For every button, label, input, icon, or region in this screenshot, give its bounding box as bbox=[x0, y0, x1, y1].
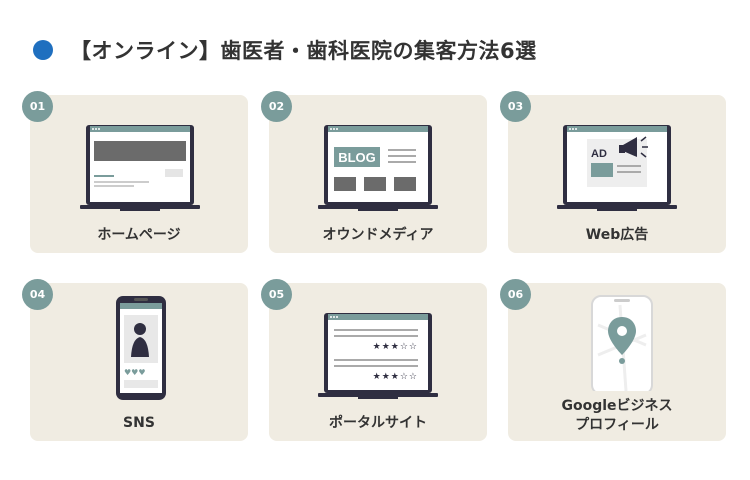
card-label: Web広告 bbox=[585, 227, 649, 243]
card-label: ホームページ bbox=[97, 227, 181, 243]
person-icon bbox=[134, 323, 146, 335]
card-owned-media: BLOG 02 オウンドメディア bbox=[261, 91, 487, 253]
card-homepage: 01 ホームページ bbox=[22, 91, 248, 253]
card-number-badge: 03 bbox=[500, 91, 531, 122]
blog-text: BLOG bbox=[338, 150, 376, 165]
laptop-homepage-icon bbox=[80, 125, 200, 211]
laptop-blog-icon: BLOG bbox=[318, 125, 438, 211]
laptop-review-icon: ★★★☆☆ ★★★☆☆ bbox=[318, 313, 438, 399]
phone-sns-icon: ♥♥♥ bbox=[116, 296, 166, 400]
ad-text: AD bbox=[591, 148, 607, 160]
card-number-badge: 04 bbox=[22, 279, 53, 310]
page-title: 【オンライン】歯医者・歯科医院の集客方法6選 bbox=[70, 39, 537, 63]
laptop-ad-icon: AD bbox=[557, 125, 677, 211]
svg-text:♥♥♥: ♥♥♥ bbox=[124, 368, 146, 377]
title-bullet bbox=[33, 40, 53, 60]
card-number-badge: 06 bbox=[500, 279, 531, 310]
card-label: オウンドメディア bbox=[322, 227, 434, 243]
megaphone-icon bbox=[623, 137, 637, 157]
rating-stars: ★★★☆☆ bbox=[373, 342, 418, 352]
card-web-ads: AD 03 Web広告 bbox=[500, 91, 726, 253]
card-label: Googleビジネス プロフィール bbox=[561, 398, 673, 433]
card-number-badge: 05 bbox=[261, 279, 292, 310]
card-sns: ♥♥♥ 04 SNS bbox=[22, 279, 248, 441]
card-portal-site: ★★★☆☆ ★★★☆☆ 05 ポータルサイト bbox=[261, 279, 487, 441]
phone-map-icon bbox=[591, 295, 653, 391]
card-label: SNS bbox=[123, 415, 155, 431]
card-google-business-profile: 06 Googleビジネス プロフィール bbox=[500, 279, 726, 441]
card-label: ポータルサイト bbox=[329, 415, 427, 431]
card-number-badge: 02 bbox=[261, 91, 292, 122]
card-number-badge: 01 bbox=[22, 91, 53, 122]
rating-stars: ★★★☆☆ bbox=[373, 372, 418, 382]
